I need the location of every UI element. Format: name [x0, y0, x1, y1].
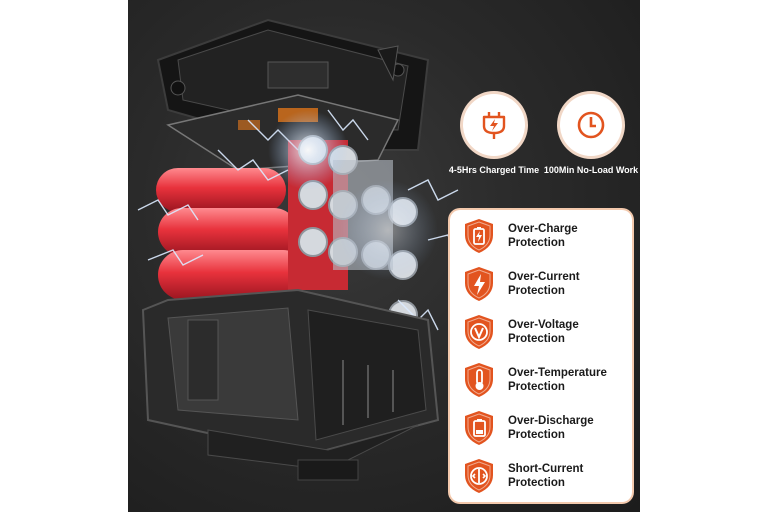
feature-charge-time: 4-5Hrs Charged Time: [446, 94, 542, 176]
feature-work-time: 100Min No-Load Work: [543, 94, 639, 176]
protection-line1: Over-Current: [508, 271, 580, 283]
feature-label: 100Min No-Load Work: [543, 165, 639, 175]
battery-shield-icon: [465, 219, 493, 253]
protection-line1: Short-Current: [508, 463, 584, 475]
clock-icon: [560, 94, 622, 156]
lightning-shield-icon: [465, 267, 493, 301]
protection-line2: Protection: [508, 237, 565, 249]
protection-line2: Protection: [508, 477, 565, 489]
voltage-shield-icon: [465, 315, 493, 349]
protection-line2: Protection: [508, 381, 565, 393]
right-margin: [640, 0, 768, 512]
protection-line1: Over-Voltage: [508, 319, 579, 331]
short-circuit-shield-icon: [465, 459, 493, 493]
exploded-battery-illustration: [137, 18, 469, 481]
battery-base-housing: [141, 288, 440, 481]
protection-line1: Over-Discharge: [508, 415, 594, 427]
protection-line2: Protection: [508, 429, 565, 441]
protection-line2: Protection: [508, 333, 565, 345]
thermometer-shield-icon: [465, 363, 493, 397]
protection-line1: Over-Charge: [508, 223, 578, 235]
protection-line1: Over-Temperature: [508, 367, 607, 379]
left-margin: [0, 0, 128, 512]
protection-line2: Protection: [508, 285, 565, 297]
feature-label: 4-5Hrs Charged Time: [448, 165, 540, 175]
electric-arcs: [137, 109, 469, 331]
discharge-shield-icon: [465, 411, 493, 445]
plug-charge-icon: [463, 94, 525, 156]
